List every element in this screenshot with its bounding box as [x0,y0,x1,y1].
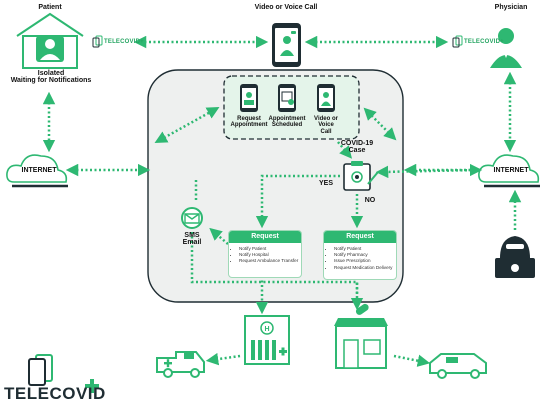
pharmacy-icon [334,303,388,369]
patient-label: Patient [38,4,62,11]
telecovid-small-brand-left: TELECOVID+ [104,39,144,45]
request-card-list: Notify Patient Notify Pharmacy Issue Pre… [324,246,396,271]
request-card-item: Request Medication Delivery [334,265,396,271]
video-call-phone-icon [272,23,301,67]
video-voice-call-phone-icon [317,84,335,112]
request-card-list: Notify Patient Notify Hospital Request A… [229,246,301,265]
telecovid-small-logo-left [92,35,103,48]
covid-case-label: COVID-19 Case [340,140,374,155]
flow-arrows [42,35,522,367]
physician-label: Physician [494,4,528,11]
request-card-item: Issue Prescription [334,258,396,264]
patient-status-label: Isolated Waiting for Notifications [10,70,92,85]
request-card-hospital: Request Notify Patient Notify Hospital R… [228,230,302,278]
app-label-video-voice-call: Video or Voice Call [314,116,338,135]
telecovid-small-brand-right: TELECOVID+ [464,39,504,45]
svg-text:H: H [264,326,269,333]
yes-label: YES [318,180,333,187]
request-card-item: Notify Patient [239,246,301,252]
covid-case-clipboard-icon [343,161,379,191]
physician-icon [490,28,522,68]
appointment-scheduled-phone-icon [278,84,296,112]
hospital-icon: H [244,315,290,365]
request-card-title: Request [324,231,396,243]
request-appointment-phone-icon [240,84,258,112]
app-label-request-appointment: Request Appointment [230,116,268,129]
request-card-item: Notify Pharmacy [334,252,396,258]
internet-cloud-left-icon [6,154,68,188]
request-card-item: Request Ambulance Transfer [239,258,301,264]
internet-right-label: INTERNET [493,167,529,174]
delivery-car-icon [429,353,487,379]
telecovid-big-logo-icon [28,354,99,393]
sms-email-label: SMS Email [182,232,202,247]
telecovid-small-logo-right [452,35,463,48]
telecovid-brand-title: TELECOVID [4,384,106,403]
video-call-label: Video or Voice Call [254,4,318,11]
request-card-pharmacy: Request Notify Patient Notify Pharmacy I… [323,230,397,280]
hacker-icon [495,236,535,278]
internet-left-label: INTERNET [21,167,57,174]
request-card-title: Request [229,231,301,243]
request-card-item: Notify Patient [334,246,396,252]
app-label-appointment-scheduled: Appointment Scheduled [268,116,306,129]
no-label: NO [364,197,376,204]
request-card-item: Notify Hospital [239,252,301,258]
ambulance-icon [156,351,205,378]
sms-email-icon [181,207,203,229]
patient-house-icon [16,12,84,69]
